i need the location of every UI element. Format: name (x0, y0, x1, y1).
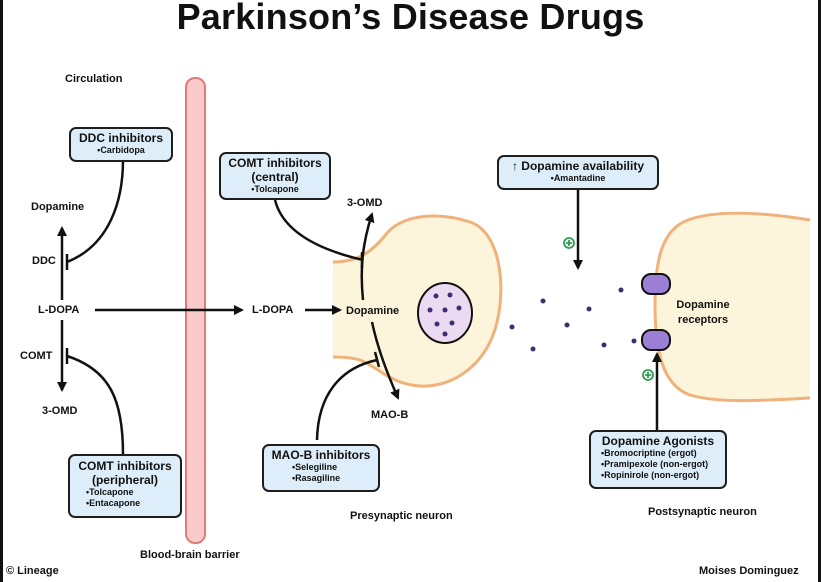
comt-peripheral-inhibition-line (66, 354, 125, 455)
dopamine-receptors-label: Dopamine receptors (676, 299, 730, 326)
comt-peripheral-title: COMT inhibitors (peripheral) (78, 459, 172, 487)
postsynaptic-membrane (653, 211, 811, 403)
3omd-mid-label: 3-OMD (347, 197, 383, 209)
presynaptic-neuron (333, 216, 501, 387)
ddc-inhibitors-box: DDC inhibitors Carbidopa (69, 127, 173, 162)
dopamine-agonists-title: Dopamine Agonists (601, 434, 715, 448)
comt-peripheral-box: COMT inhibitors (peripheral) Tolcapone E… (68, 454, 182, 518)
dopamine-receptor-lower (641, 329, 671, 351)
presynaptic-neuron-label: Presynaptic neuron (350, 510, 453, 522)
maob-inhibitors-title: MAO-B inhibitors (271, 448, 371, 462)
dopamine-availability-box: ↑ Dopamine availability Amantadine (497, 155, 659, 190)
footer-author: Moises Dominguez (699, 565, 799, 577)
maob-label: MAO-B (371, 409, 409, 421)
maob-inhibitor-item: Selegiline (292, 462, 378, 473)
3omd-left-label: 3-OMD (42, 405, 78, 417)
plus-icon-amantadine-cross (566, 240, 572, 246)
page-title: Parkinson’s Disease Drugs (176, 0, 645, 37)
left-frame-line (0, 0, 3, 582)
ddc-inhibitors-title: DDC inhibitors (79, 131, 163, 145)
comt-label: COMT (20, 350, 53, 362)
dopamine-agonist-item: Pramipexole (non-ergot) (601, 459, 725, 470)
postsynaptic-neuron (655, 213, 810, 401)
footer-copyright: © Lineage (6, 565, 59, 577)
circulation-label: Circulation (65, 73, 123, 85)
ddc-label: DDC (32, 255, 56, 267)
maob-inhibitor-item: Rasagiline (292, 473, 378, 484)
ddc-inhibitor-item: Carbidopa (71, 145, 171, 156)
blood-brain-barrier-label: Blood-brain barrier (140, 549, 240, 561)
right-frame-line (818, 0, 821, 582)
comt-peripheral-item: Tolcapone (86, 487, 180, 498)
dopamine-mid-label: Dopamine (346, 305, 400, 317)
comt-central-item: Tolcapone (221, 184, 329, 195)
dopamine-left-label: Dopamine (31, 201, 85, 213)
vesicle (417, 282, 473, 344)
dopamine-agonist-item: Ropinirole (non-ergot) (601, 470, 725, 481)
comt-central-title: COMT inhibitors (central) (228, 156, 322, 184)
ldopa-left-label: L-DOPA (38, 304, 80, 316)
maob-inhibition-bar (373, 351, 381, 368)
comt-central-inhibition-line (273, 199, 364, 262)
comt-peripheral-item: Entacapone (86, 498, 180, 509)
dopamine-availability-item: Amantadine (499, 173, 657, 184)
vesicle-dopamine-dots (427, 292, 462, 337)
synaptic-dopamine-dots (509, 287, 637, 352)
plus-icon-agonists-cross (645, 372, 651, 378)
ddc-inhibition-line (66, 159, 125, 264)
maob-inhibition-line (315, 358, 378, 441)
dopamine-to-maob-arrow (370, 321, 400, 400)
dopamine-availability-title: ↑ Dopamine availability (511, 159, 645, 173)
postsynaptic-neuron-label: Postsynaptic neuron (648, 506, 757, 518)
ldopa-mid-label: L-DOPA (252, 304, 294, 316)
dopamine-agonists-box: Dopamine Agonists Bromocriptine (ergot) … (589, 430, 727, 489)
dopamine-agonist-item: Bromocriptine (ergot) (601, 448, 725, 459)
maob-inhibitors-box: MAO-B inhibitors Selegiline Rasagiline (262, 444, 380, 492)
dopamine-receptor-upper (641, 273, 671, 295)
comt-central-box: COMT inhibitors (central) Tolcapone (219, 152, 331, 200)
